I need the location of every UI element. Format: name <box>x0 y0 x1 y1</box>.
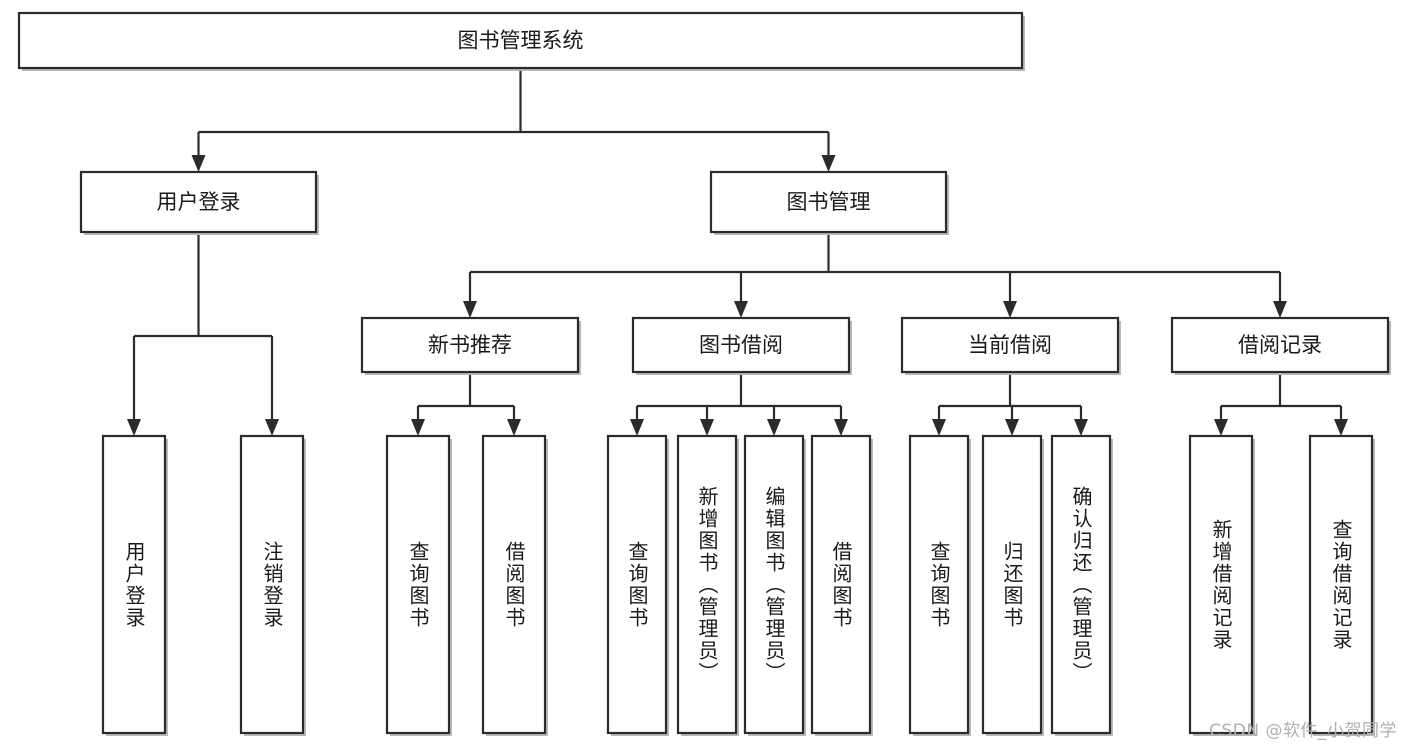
node-box-layer <box>17 11 1391 736</box>
arrow-head <box>127 419 141 436</box>
node-label-new-book-recommend: 新书推荐 <box>428 333 512 357</box>
arrow-head <box>1003 301 1017 318</box>
leaf-node-leaf-user-login[interactable] <box>101 434 167 735</box>
leaf-node-leaf-user-logout[interactable] <box>239 434 305 735</box>
arrow-head <box>767 419 781 436</box>
node-label-book-borrow: 图书借阅 <box>699 333 783 357</box>
node-label-root: 图书管理系统 <box>458 29 584 53</box>
arrow-head <box>411 419 425 436</box>
arrow-head <box>507 419 521 436</box>
node-label-current-borrow: 当前借阅 <box>968 333 1052 357</box>
level3-node-book-borrow[interactable] <box>631 316 851 374</box>
leaf-node-leaf-return-book[interactable] <box>981 434 1043 735</box>
arrow-head <box>1214 419 1228 436</box>
level3-node-current-borrow[interactable] <box>900 316 1120 374</box>
arrow-head <box>1273 301 1287 318</box>
arrow-head <box>1005 419 1019 436</box>
leaf-node-leaf-add-book[interactable] <box>676 434 738 735</box>
leaf-node-leaf-query-book-cur[interactable] <box>908 434 970 735</box>
level2-node-user-login[interactable] <box>79 170 318 234</box>
level3-node-new-book-recommend[interactable] <box>360 316 580 374</box>
arrow-head <box>821 155 836 172</box>
leaf-node-leaf-query-book-bor[interactable] <box>606 434 668 735</box>
watermark-text: CSDN @软件_小贺同学 <box>1209 721 1397 741</box>
root-node-root[interactable] <box>17 11 1024 70</box>
connector-layer <box>127 68 1348 436</box>
arrow-head <box>734 301 748 318</box>
leaf-node-leaf-query-book-rec[interactable] <box>385 434 451 735</box>
level2-node-book-manage[interactable] <box>709 170 948 234</box>
node-label-book-manage: 图书管理 <box>787 190 871 214</box>
leaf-node-leaf-query-record[interactable] <box>1308 434 1374 735</box>
node-label-borrow-record: 借阅记录 <box>1238 333 1322 357</box>
arrow-head <box>630 419 644 436</box>
leaf-node-leaf-edit-book[interactable] <box>743 434 805 735</box>
arrow-head <box>1074 419 1088 436</box>
level3-node-borrow-record[interactable] <box>1170 316 1390 374</box>
node-label-user-login: 用户登录 <box>157 190 241 214</box>
leaf-node-leaf-borrow-book-rec[interactable] <box>481 434 547 735</box>
arrow-head <box>1334 419 1348 436</box>
arrow-head <box>191 155 206 172</box>
arrow-head <box>834 419 848 436</box>
arrow-head <box>463 301 477 318</box>
arrow-head <box>265 419 279 436</box>
leaf-node-leaf-borrow-book-bor[interactable] <box>810 434 872 735</box>
leaf-node-leaf-add-record[interactable] <box>1188 434 1254 735</box>
arrow-head <box>932 419 946 436</box>
leaf-node-leaf-confirm-return[interactable] <box>1050 434 1112 735</box>
arrow-head <box>700 419 714 436</box>
